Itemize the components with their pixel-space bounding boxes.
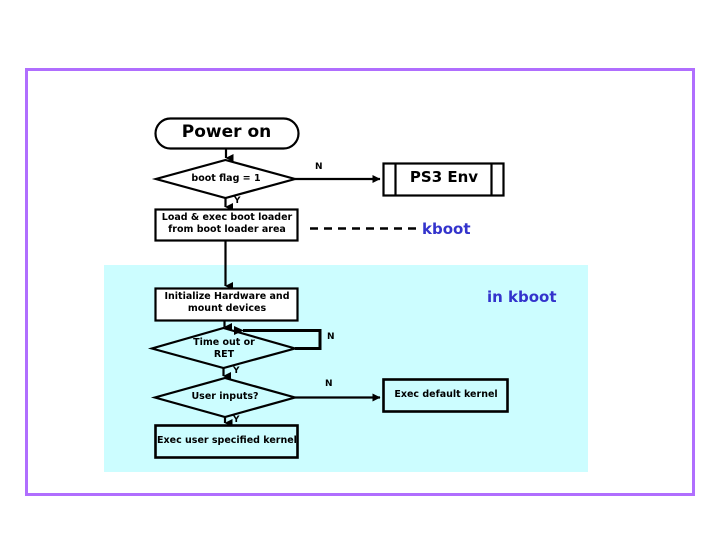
edge-timeout-no-loopback <box>234 326 322 350</box>
shape-exec-default-kernel <box>382 378 509 413</box>
shape-initialize-hardware <box>154 287 299 322</box>
shape-power-on <box>154 117 300 150</box>
shape-load-exec-boot-loader <box>154 208 299 242</box>
branch-label-boot-flag-no: N <box>315 162 323 172</box>
annotation-kboot: kboot <box>422 220 471 238</box>
branch-label-timeout-no: N <box>327 332 335 342</box>
region-caption-in-kboot: in kboot <box>487 288 557 306</box>
branch-label-boot-flag-yes: Y <box>234 196 241 206</box>
shape-timeout-ret-decision <box>147 326 300 370</box>
shape-ps3-env <box>382 162 505 197</box>
branch-label-timeout-yes: Y <box>233 366 240 376</box>
shape-user-inputs-decision <box>150 376 300 419</box>
branch-label-user-inputs-yes: Y <box>233 415 240 425</box>
shape-boot-flag-decision <box>151 158 300 200</box>
slide-frame-border <box>25 68 695 496</box>
branch-label-user-inputs-no: N <box>325 379 333 389</box>
shape-exec-user-specified-kernel <box>154 424 299 459</box>
